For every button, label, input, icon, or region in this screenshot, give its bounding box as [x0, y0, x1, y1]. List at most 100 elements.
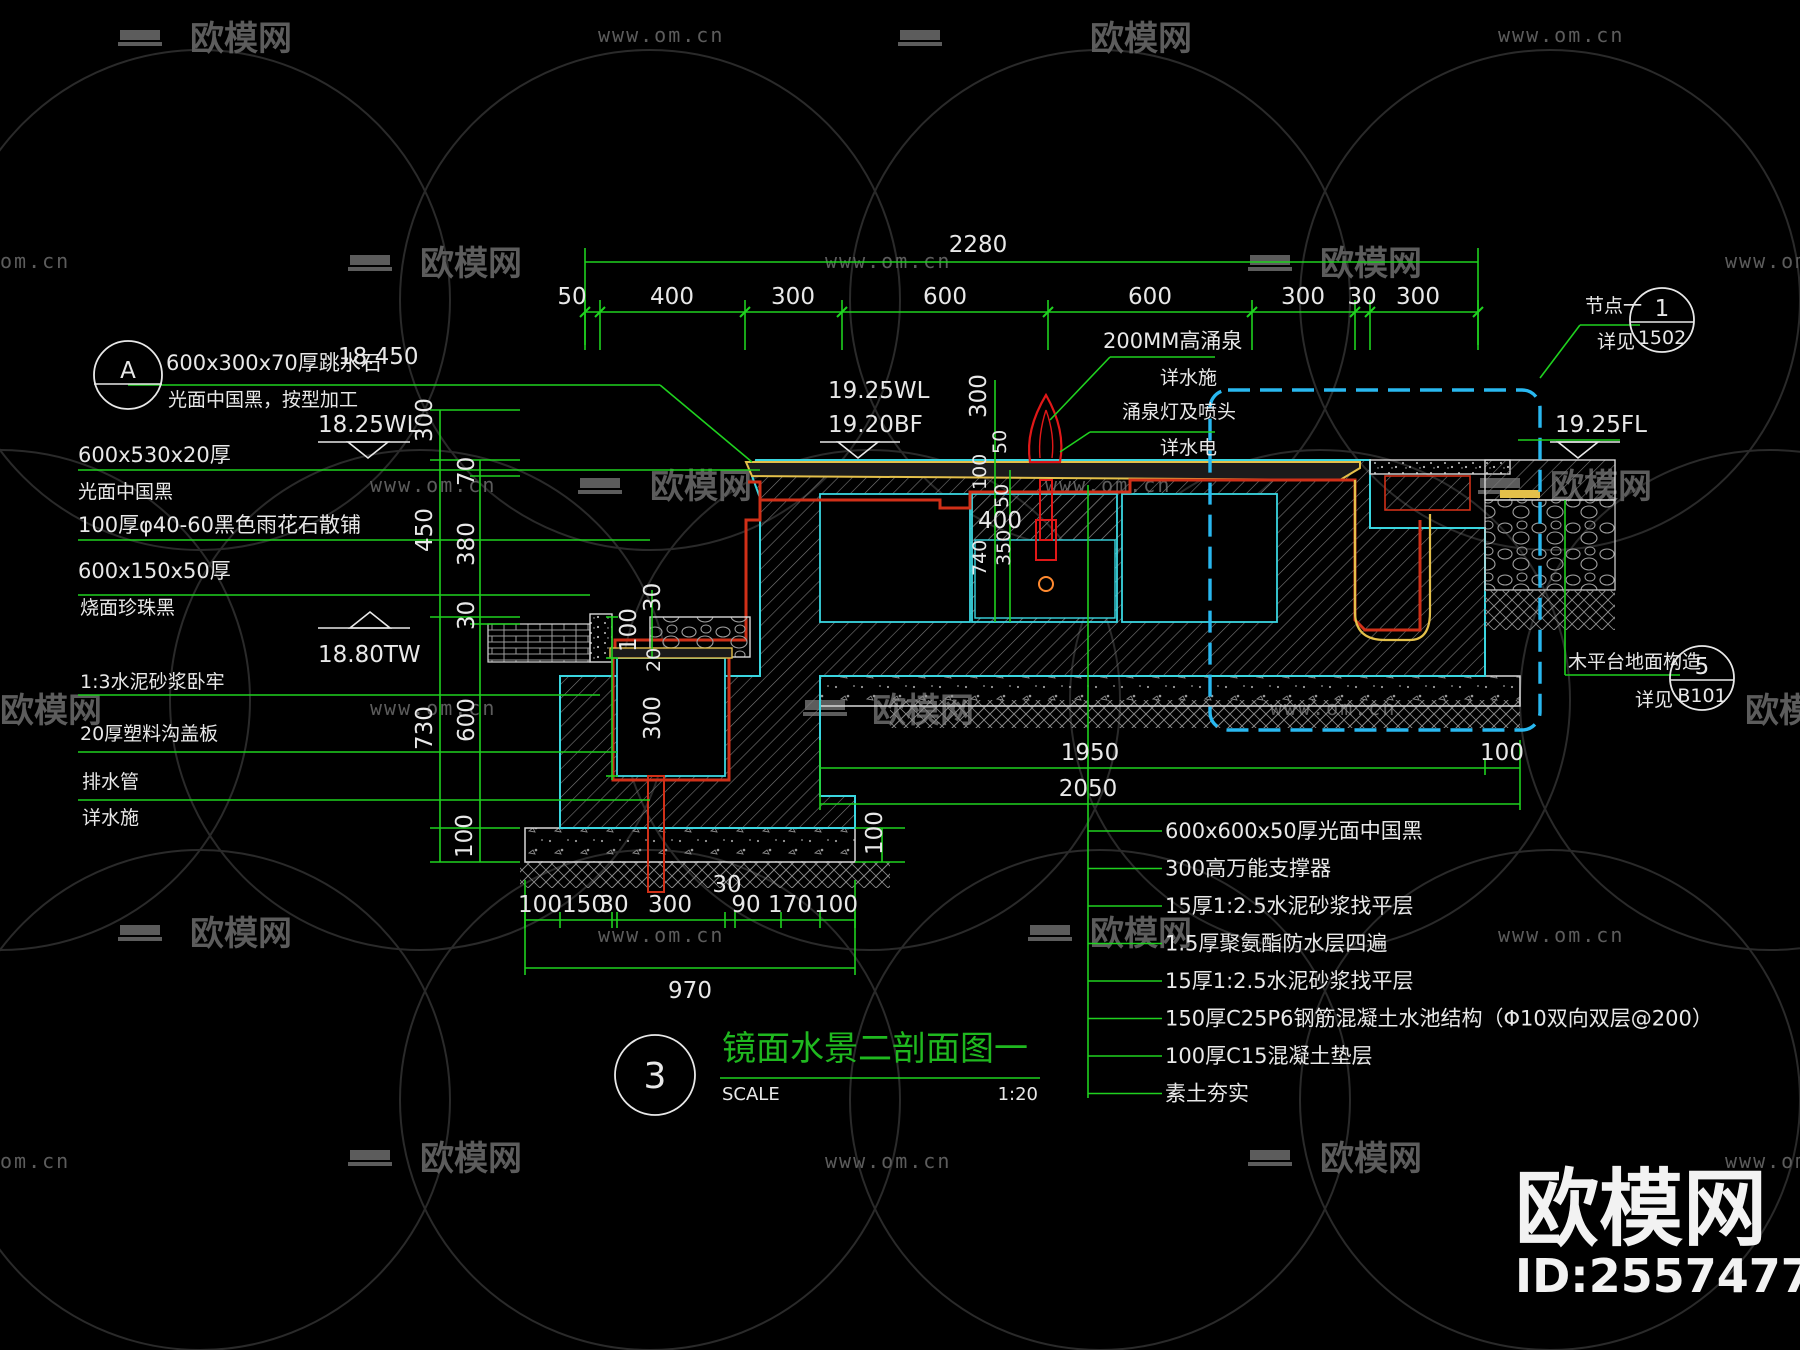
dim-center-100: 100 — [969, 454, 991, 490]
watermark-url: www.om.cn — [825, 1149, 951, 1173]
note-0-sub: 光面中国黑 — [78, 481, 173, 503]
watermark-brand: 欧模网 — [190, 914, 292, 954]
dim-slab-1950: 1950 — [1061, 740, 1120, 766]
note-4-title: 20厚塑料沟盖板 — [80, 723, 218, 745]
section-geometry — [487, 388, 1616, 893]
waterproof-membrane — [748, 478, 1422, 632]
level-marker-icon — [347, 610, 393, 629]
fountain-line4: 详水电 — [1160, 437, 1217, 459]
dim-top-segment: 300 — [1396, 284, 1440, 310]
watermark-brand: 欧模网 — [1320, 1139, 1422, 1179]
deck-ref-label: 木平台地面构造 — [1568, 651, 1701, 673]
stone-curb — [589, 613, 613, 663]
dim-bottom-small: 30 — [712, 872, 741, 898]
dim-bottom-segment: 150 — [562, 892, 606, 918]
dim-center-300: 300 — [966, 374, 992, 418]
watermark-brand: 欧模网 — [190, 19, 292, 59]
deck-ref-bubble-icon — [1669, 645, 1735, 711]
dim-left-100: 100 — [452, 814, 478, 858]
watermark-url: www.om.cn — [1725, 249, 1800, 273]
dim-top-segment: 400 — [650, 284, 694, 310]
scale-value: 1:20 — [998, 1084, 1038, 1105]
dim-trench-20: 20 — [643, 648, 665, 672]
watermark-url: www.om.cn — [1725, 1149, 1800, 1173]
brick-paving — [487, 623, 591, 663]
watermark-brand: 欧模网 — [1320, 244, 1422, 284]
layer-label: 15厚1:2.5水泥砂浆找平层 — [1165, 894, 1414, 918]
level-center-bf: 19.20BF — [828, 412, 923, 438]
layer-label: 1.5厚聚氨酯防水层四遍 — [1165, 932, 1387, 956]
watermark-brand: 欧模网 — [1745, 691, 1800, 731]
dim-inner-30: 30 — [454, 601, 480, 630]
note-2-sub: 烧面珍珠黑 — [80, 597, 175, 619]
watermark-url: www.om.cn — [598, 23, 724, 47]
layer-label: 100厚C15混凝土垫层 — [1165, 1044, 1372, 1068]
dim-trench-300: 300 — [640, 696, 666, 740]
detail-a-line1: 600x300x70厚跳水石 — [166, 351, 382, 375]
deck-ref-num: 5 — [1695, 654, 1710, 680]
dim-inner-600: 600 — [454, 698, 480, 742]
dimension-layer — [78, 248, 1680, 1098]
deck-support — [1384, 475, 1471, 511]
dim-center-740: 740 — [969, 540, 991, 576]
trench-waterproofing — [611, 658, 731, 782]
deck-fixing — [1500, 490, 1540, 498]
dim-center-350: 350 — [993, 530, 1015, 566]
trench-cover — [609, 647, 733, 659]
dim-center-400: 400 — [978, 508, 1022, 534]
watermark-id: ID:2557477 — [1515, 1249, 1800, 1303]
detail-a-bubble-icon — [93, 340, 163, 410]
level-right-fl: 19.25FL — [1555, 412, 1647, 438]
watermark-brand: 欧模网 — [0, 691, 102, 731]
pool-chamber-right — [1121, 493, 1278, 623]
drain-pipe — [647, 775, 665, 893]
dim-top-segment: 50 — [557, 284, 586, 310]
dim-inner-380: 380 — [454, 522, 480, 566]
drawing-title: 镜面水景二剖面图一 — [722, 1029, 1028, 1069]
dim-top-segment: 300 — [771, 284, 815, 310]
dim-left-730: 730 — [412, 706, 438, 750]
deck-ref-sheet: B101 — [1677, 685, 1726, 707]
note-3-title: 1:3水泥砂浆卧牢 — [80, 671, 225, 693]
node-ref-sheet: 1502 — [1638, 327, 1686, 349]
fountain-pit — [974, 539, 1116, 619]
c15-cushion-trench — [524, 827, 856, 863]
watermark-brand: 欧模网 — [650, 467, 752, 507]
compacted-soil — [520, 862, 890, 888]
level-left-wl: 18.25WL — [318, 412, 420, 438]
top-stone-slab — [744, 461, 1361, 482]
fountain-jet-icon — [1027, 392, 1063, 592]
layer-label: 600x600x50厚光面中国黑 — [1165, 819, 1423, 843]
note-0-title: 600x530x20厚 — [78, 443, 231, 467]
level-marker-icon — [1555, 441, 1601, 460]
watermark-brand-large: 欧模网 — [1515, 1160, 1767, 1258]
dim-left-450: 450 — [412, 508, 438, 552]
dim-top-segment: 30 — [1347, 284, 1376, 310]
dim-slab-100: 100 — [1480, 740, 1524, 766]
deck-ref-see: 详见 — [1635, 689, 1673, 711]
dim-bottom-segment: 100 — [814, 892, 858, 918]
dim-center-50b: 50 — [991, 484, 1013, 508]
dim-bottom-segment: 30 — [599, 892, 628, 918]
drawing-number-bubble-icon — [614, 1034, 696, 1116]
dim-bottom-segment: 90 — [731, 892, 760, 918]
watermark-url: www.om.cn — [598, 923, 724, 947]
dim-overall: 2280 — [949, 232, 1008, 258]
dim-bottom-segment: 300 — [648, 892, 692, 918]
fountain-line2: 详水施 — [1160, 367, 1217, 389]
note-5-title: 排水管 — [82, 771, 139, 793]
layer-label: 150厚C25P6钢筋混凝土水池结构（Φ10双向双层@200） — [1165, 1007, 1713, 1031]
dim-center-50: 50 — [989, 430, 1011, 454]
dim-bottom-segment: 170 — [768, 892, 812, 918]
node-ref-see: 详见 — [1597, 331, 1635, 353]
node-ref-num: 1 — [1655, 296, 1670, 322]
note-2-title: 600x150x50厚 — [78, 559, 231, 583]
dim-trench-30: 30 — [640, 583, 666, 612]
layer-label: 素土夯实 — [1165, 1082, 1249, 1106]
c15-cushion-pool — [819, 675, 1521, 707]
deck-soil — [1485, 590, 1615, 630]
watermark-url: www.om.cn — [1498, 923, 1624, 947]
pool-chamber-left — [819, 493, 971, 623]
dim-top-segment: 600 — [923, 284, 967, 310]
